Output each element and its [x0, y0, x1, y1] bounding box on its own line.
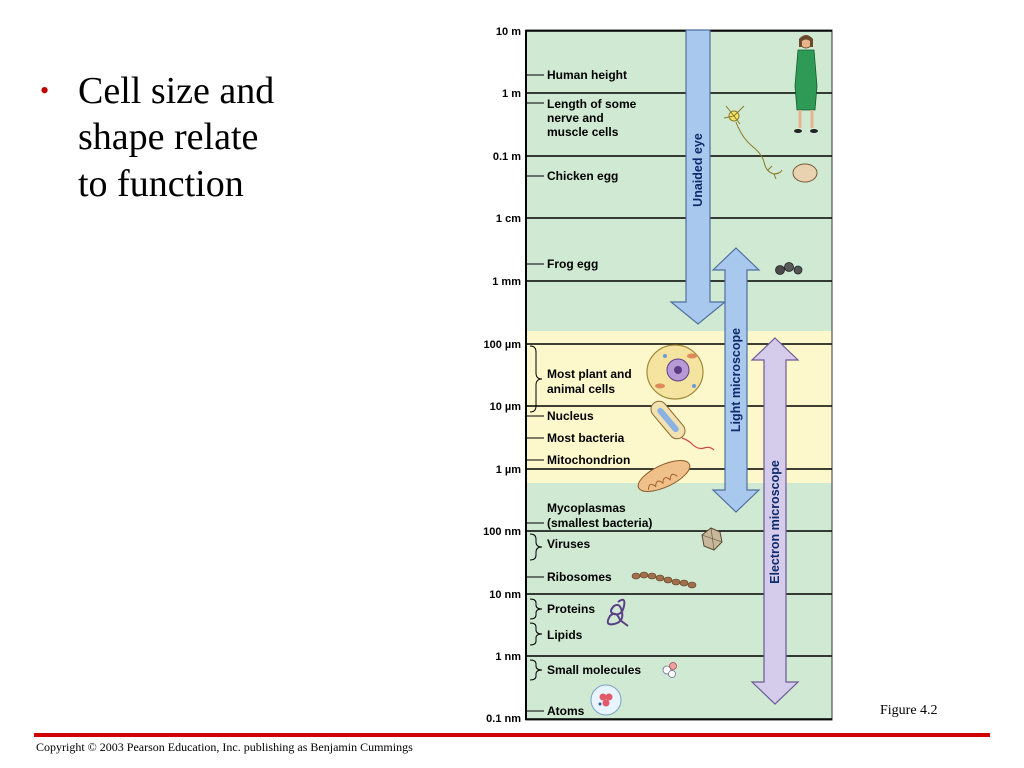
human-figure-illustration [794, 35, 818, 133]
brace-proteins [529, 598, 543, 620]
label-small-molecules: Small molecules [547, 663, 641, 677]
scale-label-1cm: 1 cm [496, 213, 521, 225]
bullet-line-3: to function [78, 162, 244, 205]
atom-illustration [590, 684, 622, 716]
bullet-line-1: Cell size and [78, 70, 275, 112]
scale-label-1mm: 1 mm [492, 276, 521, 288]
scale-label-100nm: 100 nm [483, 526, 521, 538]
bacterium-illustration [650, 400, 715, 451]
mitochondrion-illustration [637, 460, 691, 492]
scale-label-1um: 1 µm [496, 464, 522, 476]
unaided-eye-label: Unaided eye [691, 133, 705, 207]
brace-viruses [529, 533, 543, 561]
label-mycoplasmas-line-1: Mycoplasmas [547, 501, 626, 515]
scale-label-10um: 10 µm [490, 401, 522, 413]
protein-illustration [606, 598, 629, 627]
figure-label: Figure 4.2 [880, 703, 938, 718]
label-mycoplasmas-line-2: (smallest bacteria) [547, 516, 652, 530]
label-nerve-line-2: nerve and [547, 111, 604, 125]
label-mitochondrion: Mitochondrion [547, 453, 630, 467]
label-human-height: Human height [547, 68, 627, 82]
unaided-eye-arrow: Unaided eye [669, 29, 727, 325]
label-nerve-line-3: muscle cells [547, 125, 619, 139]
label-ribosomes: Ribosomes [547, 570, 612, 584]
nerve-cell-illustration [723, 105, 783, 180]
scale-label-1nm: 1 nm [495, 651, 521, 663]
label-bacteria: Most bacteria [547, 431, 625, 445]
brace-small-molecules [529, 659, 543, 681]
scale-label-100um: 100 µm [483, 339, 521, 351]
scale-label-10nm: 10 nm [489, 589, 521, 601]
label-frog-egg: Frog egg [547, 257, 598, 271]
scale-label-1m: 1 m [502, 88, 521, 100]
copyright-notice: Copyright © 2003 Pearson Education, Inc.… [36, 740, 413, 754]
small-molecule-illustration [662, 662, 677, 678]
label-lipids: Lipids [547, 628, 583, 642]
label-cells-line-2: animal cells [547, 382, 615, 396]
label-nerve-line-1: Length of some [547, 97, 637, 111]
label-cells-line-1: Most plant and [547, 367, 632, 381]
light-microscope-arrow: Light microscope [711, 247, 761, 513]
scale-label-0-1nm: 0.1 nm [486, 713, 521, 725]
item-labels: Human height Length of some nerve and mu… [547, 68, 652, 718]
ribosome-chain-illustration [631, 571, 697, 589]
brace-lipids [529, 622, 543, 646]
label-viruses: Viruses [547, 537, 590, 551]
bullet-point: • Cell size and shape relate to function [40, 68, 340, 207]
electron-microscope-arrow: Electron microscope [750, 337, 800, 705]
bullet-line-2: shape relate [78, 116, 259, 159]
label-proteins: Proteins [547, 602, 595, 616]
electron-microscope-label: Electron microscope [768, 460, 782, 584]
label-atoms: Atoms [547, 704, 585, 718]
bullet-text: Cell size and shape relate to function [78, 68, 340, 207]
frog-egg-illustration [775, 262, 803, 275]
light-microscope-label: Light microscope [729, 328, 743, 432]
footer-rule [34, 733, 990, 737]
animal-cell-illustration [646, 344, 704, 400]
item-leaders [526, 74, 544, 712]
scale-label-10m: 10 m [496, 26, 521, 38]
chicken-egg-illustration [792, 163, 818, 183]
virus-illustration [701, 527, 723, 551]
bullet-dot: • [40, 76, 50, 105]
label-nucleus: Nucleus [547, 409, 594, 423]
label-chicken-egg: Chicken egg [547, 169, 618, 183]
brace-cells [529, 345, 543, 413]
scale-labels: 10 m 1 m 0.1 m 1 cm 1 mm 100 µm 10 µm 1 … [483, 26, 521, 725]
scale-label-0-1m: 0.1 m [493, 151, 521, 163]
cell-size-scale-figure: 10 m 1 m 0.1 m 1 cm 1 mm 100 µm 10 µm 1 … [483, 26, 833, 725]
